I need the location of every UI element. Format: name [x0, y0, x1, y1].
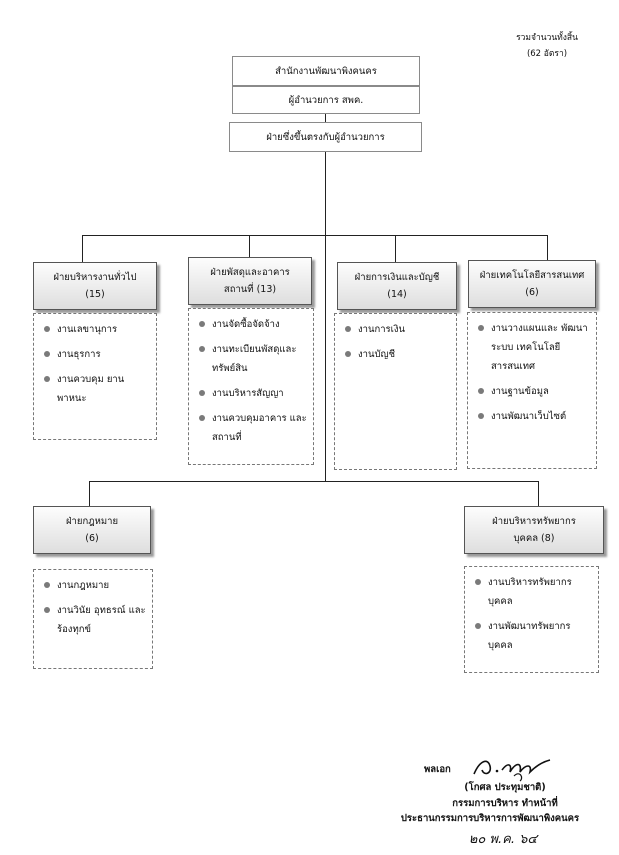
signature-date: ๒๐ พ.ค. ๖๔	[468, 832, 538, 847]
list-item: งานทะเบียนพัสดุและ ทรัพย์สิน	[197, 340, 309, 378]
director-box: ผู้อำนวยการ สพค.	[232, 86, 420, 114]
list-item: งานบริหารทรัพยากร บุคคล	[473, 573, 594, 611]
dept-supplies-list: งานจัดซื้อจัดจ้าง งานทะเบียนพัสดุและ ทรั…	[188, 308, 314, 465]
list-item: งานบริหารสัญญา	[197, 384, 309, 403]
list-item: งานธุรการ	[42, 345, 152, 364]
dept-finance-count: (14)	[387, 289, 407, 300]
dept-legal-count: (6)	[85, 533, 99, 544]
signature-title-1: กรรมการบริหาร ทำหน้าที่	[452, 798, 558, 809]
dept-hr-header: ฝ่ายบริหารทรัพยากร บุคคล (8)	[464, 506, 604, 554]
list-item: งานวางแผนและ พัฒนาระบบ เทคโนโลยีสารสนเทศ	[476, 319, 592, 376]
dept-legal-list: งานกฎหมาย งานวินัย อุทธรณ์ และร้องทุกข์	[33, 569, 153, 669]
branch-line-top	[82, 235, 547, 236]
dept-hr-list: งานบริหารทรัพยากร บุคคล งานพัฒนาทรัพยากร…	[464, 566, 599, 673]
list-item: งานเลขานุการ	[42, 320, 152, 339]
dept-legal-header: ฝ่ายกฎหมาย (6)	[33, 506, 151, 554]
branch-line-bottom	[89, 481, 539, 482]
list-item: งานฐานข้อมูล	[476, 382, 592, 401]
list-item: งานการเงิน	[343, 320, 452, 339]
list-item: งานบัญชี	[343, 345, 452, 364]
direct-unit-label: ฝ่ายซึ่งขึ้นตรงกับผู้อำนวยการ	[266, 131, 385, 143]
director-title: ผู้อำนวยการ สพค.	[288, 94, 364, 106]
dept-finance-list: งานการเงิน งานบัญชี	[334, 313, 457, 470]
list-item: งานควบคุม ยานพาหนะ	[42, 370, 152, 408]
drop-general	[82, 235, 83, 262]
dept-legal-name: ฝ่ายกฎหมาย	[65, 516, 119, 527]
list-item: งานพัฒนาเว็บไซต์	[476, 407, 592, 426]
dept-supplies-header: ฝ่ายพัสดุและอาคาร สถานที่ (13)	[188, 257, 312, 305]
dept-it-name: ฝ่ายเทคโนโลยีสารสนเทศ	[479, 270, 585, 281]
handwritten-signature	[473, 759, 551, 782]
drop-hr	[538, 481, 539, 506]
dept-general-list: งานเลขานุการ งานธุรการ งานควบคุม ยานพาหน…	[33, 313, 157, 440]
signature-rank: พลเอก	[424, 764, 451, 775]
dept-it-list: งานวางแผนและ พัฒนาระบบ เทคโนโลยีสารสนเทศ…	[467, 312, 597, 469]
connector-director	[325, 114, 326, 122]
drop-it	[547, 235, 548, 260]
total-count-note: รวมจำนวนทั้งสิ้น (62 อัตรา)	[505, 30, 589, 62]
dept-it-count: (6)	[525, 287, 539, 298]
trunk-line	[325, 152, 326, 482]
total-count-label: รวมจำนวนทั้งสิ้น	[516, 33, 578, 43]
direct-unit-box: ฝ่ายซึ่งขึ้นตรงกับผู้อำนวยการ	[229, 122, 422, 152]
office-name: สำนักงานพัฒนาพิงคนคร	[275, 65, 377, 77]
drop-supplies	[249, 235, 250, 257]
dept-hr-name: ฝ่ายบริหารทรัพยากร	[492, 516, 576, 527]
dept-general-count: (15)	[85, 289, 105, 300]
list-item: งานจัดซื้อจัดจ้าง	[197, 315, 309, 334]
signature-title-2: ประธานกรรมการบริหารการพัฒนาพิงคนคร	[400, 813, 580, 824]
signature-name: (โกศล ประทุมชาติ)	[464, 782, 546, 793]
drop-finance	[395, 235, 396, 262]
office-box: สำนักงานพัฒนาพิงคนคร	[232, 56, 420, 86]
dept-hr-name2: บุคคล (8)	[513, 533, 555, 544]
list-item: งานพัฒนาทรัพยากร บุคคล	[473, 617, 594, 655]
dept-supplies-name2: สถานที่ (13)	[223, 284, 277, 295]
dept-general-name: ฝ่ายบริหารงานทั่วไป	[53, 272, 137, 283]
drop-legal	[89, 481, 90, 506]
dept-supplies-name: ฝ่ายพัสดุและอาคาร	[210, 267, 290, 278]
list-item: งานวินัย อุทธรณ์ และร้องทุกข์	[42, 601, 148, 639]
total-count-value: (62 อัตรา)	[526, 49, 568, 59]
list-item: งานควบคุมอาคาร และสถานที่	[197, 409, 309, 447]
list-item: งานกฎหมาย	[42, 576, 148, 595]
dept-it-header: ฝ่ายเทคโนโลยีสารสนเทศ (6)	[468, 260, 596, 308]
dept-finance-name: ฝ่ายการเงินและบัญชี	[354, 272, 440, 283]
dept-finance-header: ฝ่ายการเงินและบัญชี (14)	[337, 262, 457, 310]
dept-general-header: ฝ่ายบริหารงานทั่วไป (15)	[33, 262, 157, 310]
